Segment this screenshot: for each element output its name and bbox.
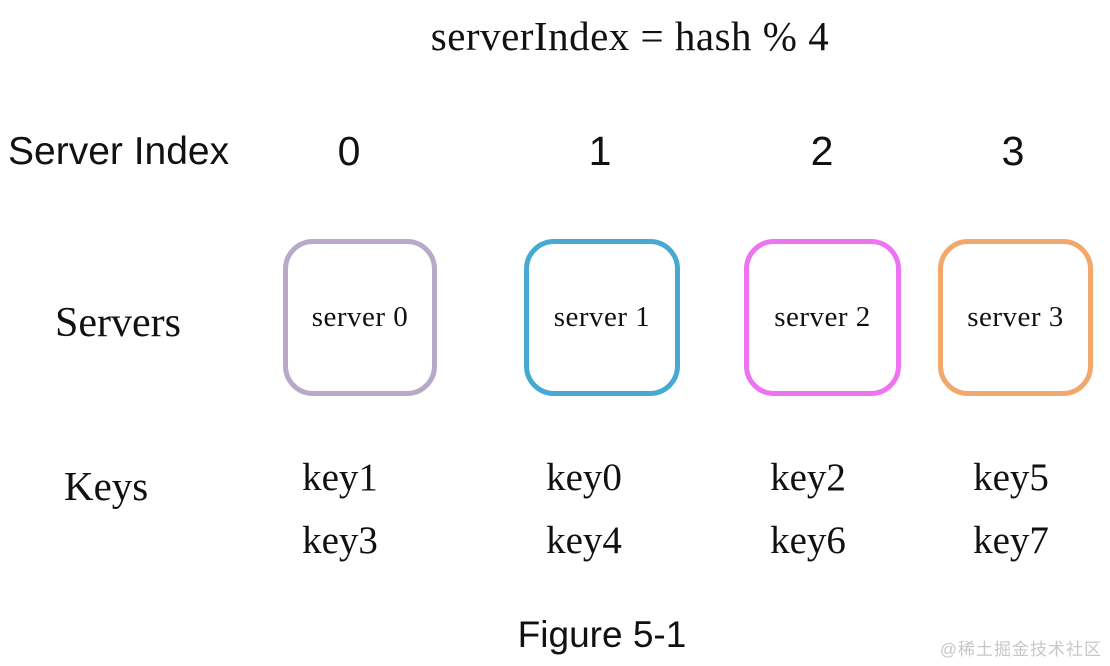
keys-row-label: Keys [64,463,149,509]
key-item: key0 [546,456,622,499]
formula-title: serverIndex = hash % 4 [430,13,830,59]
server-index-value-3: 3 [1001,128,1025,174]
server-index-value-2: 2 [810,128,834,174]
server-0-box: server 0 [283,239,437,396]
server-2-label: server 2 [774,301,871,333]
key-item: key4 [546,519,622,562]
keys-column-3: key5 key7 [926,446,1096,572]
server-2-box: server 2 [744,239,901,396]
server-3-label: server 3 [967,301,1064,333]
watermark: @稀土掘金技术社区 [939,640,1102,659]
keys-column-0: key1 key3 [255,446,425,572]
figure-caption: Figure 5-1 [517,614,687,655]
servers-row-label: Servers [55,300,181,346]
key-item: key5 [973,456,1049,499]
keys-column-1: key0 key4 [499,446,669,572]
key-item: key1 [302,456,378,499]
key-item: key7 [973,519,1049,562]
server-index-value-0: 0 [337,128,361,174]
key-item: key3 [302,519,378,562]
server-1-box: server 1 [524,239,680,396]
key-item: key2 [770,456,846,499]
keys-column-2: key2 key6 [723,446,893,572]
server-index-row-label: Server Index [8,130,230,173]
server-index-value-1: 1 [588,128,612,174]
server-0-label: server 0 [311,301,409,333]
server-1-label: server 1 [553,301,651,333]
key-item: key6 [770,519,846,562]
server-3-box: server 3 [938,239,1093,396]
